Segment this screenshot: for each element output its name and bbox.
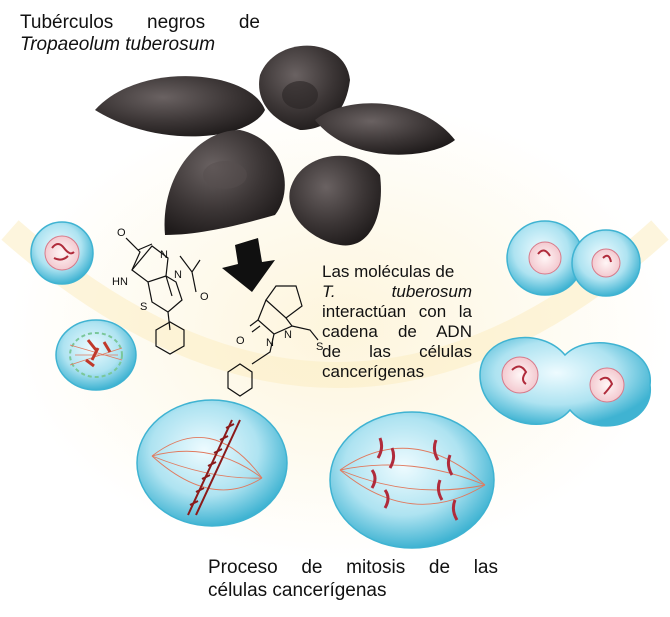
tubers-photo: [95, 45, 455, 246]
title-line-2: Tropaeolum tuberosum: [20, 34, 216, 55]
atom-s: S: [316, 341, 323, 353]
mid-line-2b: tuberosum: [391, 282, 472, 301]
atom-n2: N: [174, 269, 182, 281]
mid-line-1: Las moléculas de: [322, 262, 455, 281]
atom-o: O: [236, 335, 245, 347]
atom-n2: N: [266, 337, 274, 349]
cell-metaphase-large: [136, 399, 288, 527]
molecule-thiadiazoline: [125, 237, 201, 355]
atom-n1: N: [160, 249, 168, 261]
molecule-thiohydantoin-atoms: O N N S: [236, 329, 323, 353]
mid-line-3: interactúan con la: [322, 302, 472, 321]
atom-o2: O: [200, 291, 209, 303]
mid-line-4: cadena de ADN: [322, 322, 472, 341]
atom-s: S: [140, 301, 147, 313]
mid-line-3-row: interactúan con la: [322, 302, 472, 322]
atom-o1: O: [117, 227, 126, 239]
molecule-thiadiazoline-atoms: O HN N N S O: [112, 227, 209, 313]
cell-anaphase-large: [329, 411, 495, 549]
atom-hn: HN: [112, 276, 128, 288]
mid-line-6-row: cancerígenas: [322, 362, 472, 382]
bottom-line-2: células cancerígenas: [208, 580, 387, 601]
mid-line-5-row: de las células: [322, 342, 472, 362]
arrow-down: [222, 238, 275, 292]
atom-n1: N: [284, 329, 292, 341]
title-caption: Tubérculos negros de Tropaeolum tuberosu…: [20, 12, 260, 56]
background-arc: [1, 220, 669, 388]
title-line-1: Tubérculos negros de: [20, 12, 260, 33]
molecule-interaction-caption: Las moléculas de T. tuberosum interactúa…: [322, 262, 472, 382]
mid-line-5: de las células: [322, 342, 472, 361]
cell-metaphase-small: [55, 319, 137, 391]
cell-dividing-right: [479, 336, 651, 427]
molecule-thiohydantoin: [227, 285, 319, 397]
mid-line-2-row: T. tuberosum: [322, 282, 472, 302]
mitosis-caption: Proceso de mitosis de las células cancer…: [208, 556, 498, 602]
mid-line-1-row: Las moléculas de: [322, 262, 472, 282]
tuber-1: [95, 76, 265, 137]
cell-interphase-small: [30, 221, 94, 285]
tuber-3: [315, 103, 455, 155]
mid-line-2a: T.: [322, 282, 336, 301]
mid-line-6: cancerígenas: [322, 362, 425, 381]
tuber-5: [289, 155, 381, 246]
bottom-line-1: Proceso de mitosis de las: [208, 557, 498, 578]
cell-pair-telophase: [506, 220, 641, 297]
mid-line-4-row: cadena de ADN: [322, 322, 472, 342]
